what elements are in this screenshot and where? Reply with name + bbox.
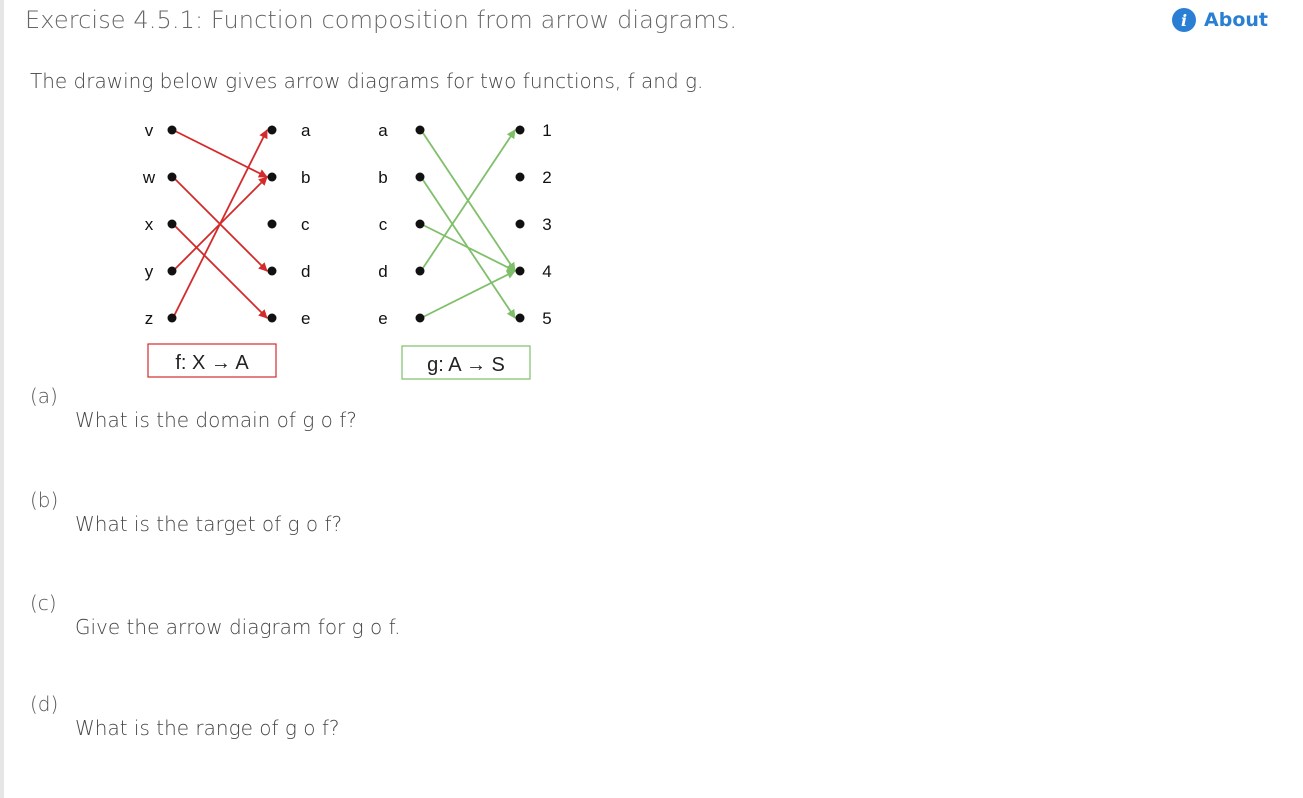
g-arrow-e-4	[420, 270, 516, 319]
question-text: Give the arrow diagram for g o f.	[75, 615, 401, 639]
g-domain-label-a: a	[378, 121, 388, 140]
f-label: f: X → A	[175, 352, 249, 374]
g-codomain-dot-2	[515, 172, 525, 182]
g-codomain-dot-3	[515, 219, 525, 229]
f-domain-dot-w	[167, 172, 177, 182]
g-domain-dot-c	[415, 219, 425, 229]
g-domain-label-d: d	[378, 262, 387, 281]
f-domain-label-y: y	[145, 262, 154, 281]
f-domain-label-v: v	[145, 121, 154, 140]
g-codomain-label-2: 2	[542, 168, 551, 187]
part-label: (d)	[30, 692, 59, 716]
f-codomain-dot-b	[267, 172, 277, 182]
g-domain-dot-b	[415, 172, 425, 182]
f-arrow-x-e	[172, 223, 268, 319]
f-domain-dot-x	[167, 219, 177, 229]
g-codomain-dot-5	[515, 313, 525, 323]
g-domain-dot-e	[415, 313, 425, 323]
f-codomain-dot-e	[267, 313, 277, 323]
part-label: (c)	[30, 591, 57, 615]
f-codomain-dot-c	[267, 219, 277, 229]
f-codomain-label-d: d	[301, 262, 310, 281]
f-arrow-z-a	[172, 129, 268, 319]
about-label: About	[1204, 9, 1268, 31]
f-domain-dot-z	[167, 313, 177, 323]
f-codomain-dot-a	[267, 125, 277, 135]
g-codomain-label-1: 1	[542, 121, 551, 140]
f-domain-dot-v	[167, 125, 177, 135]
g-codomain-label-5: 5	[542, 309, 551, 328]
g-domain-dot-d	[415, 266, 425, 276]
part-label: (b)	[30, 488, 59, 512]
left-border	[0, 0, 4, 798]
g-codomain-label-4: 4	[542, 262, 551, 281]
g-codomain-label-3: 3	[542, 215, 551, 234]
g-domain-label-b: b	[378, 168, 387, 187]
intro-text: The drawing below gives arrow diagrams f…	[30, 69, 704, 93]
g-label: g: A → S	[427, 354, 505, 376]
g-domain-dot-a	[415, 125, 425, 135]
page-title: Exercise 4.5.1: Function composition fro…	[25, 6, 738, 34]
f-arrow-v-b	[172, 129, 268, 178]
f-codomain-dot-d	[267, 266, 277, 276]
f-label-box	[147, 343, 277, 378]
g-codomain-dot-4	[515, 266, 525, 276]
f-domain-label-z: z	[145, 309, 154, 328]
f-domain-dot-y	[167, 266, 177, 276]
about-link[interactable]: i About	[1172, 8, 1268, 32]
f-codomain-label-c: c	[301, 215, 310, 234]
g-domain-label-c: c	[379, 215, 388, 234]
question-text: What is the domain of g o f?	[75, 408, 357, 432]
g-domain-label-e: e	[378, 309, 387, 328]
f-domain-label-x: x	[145, 215, 154, 234]
g-codomain-dot-1	[515, 125, 525, 135]
part-label: (a)	[30, 384, 58, 408]
question-text: What is the range of g o f?	[75, 716, 340, 740]
f-codomain-label-a: a	[301, 121, 311, 140]
g-arrow-d-1	[420, 129, 516, 272]
info-icon: i	[1172, 8, 1197, 32]
g-arrow-c-4	[420, 223, 516, 272]
f-codomain-label-b: b	[301, 168, 310, 187]
arrow-diagram: v w x y z a b c d e a b c d e 1 2 3 4 5 f: X → A g: A → S	[142, 121, 552, 380]
g-label-box	[401, 345, 531, 380]
f-domain-label-w: w	[142, 168, 156, 187]
question-text: What is the target of g o f?	[75, 512, 343, 536]
f-codomain-label-e: e	[301, 309, 310, 328]
